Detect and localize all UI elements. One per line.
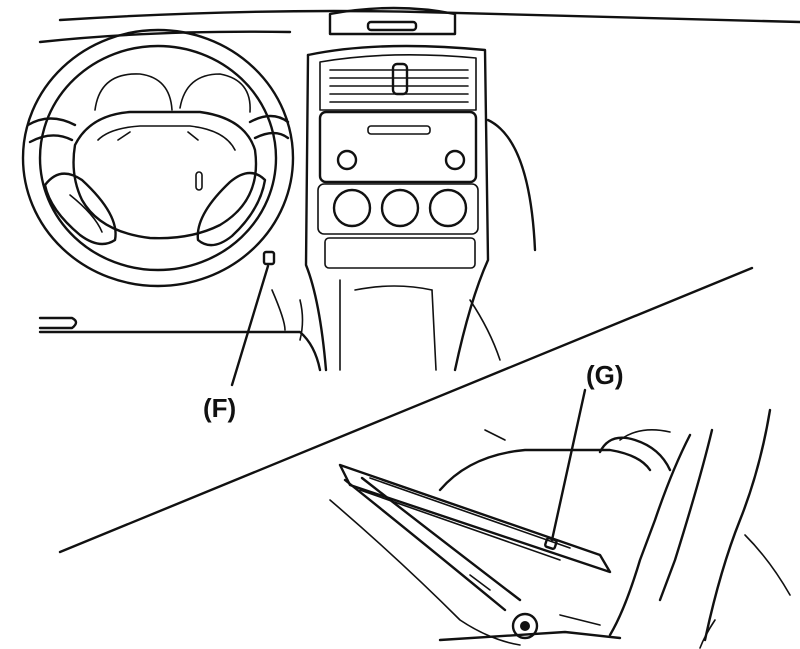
center-console bbox=[304, 44, 537, 372]
switch-f bbox=[262, 250, 276, 266]
leader-line-g bbox=[550, 388, 587, 542]
steering-wheel bbox=[21, 28, 295, 288]
leader-line-f bbox=[230, 264, 270, 387]
footwell-view bbox=[329, 388, 791, 649]
callout-g: (G) bbox=[586, 360, 624, 390]
divider-line bbox=[58, 266, 754, 554]
callout-f: (F) bbox=[203, 393, 236, 423]
lever-g bbox=[544, 536, 558, 550]
dashboard-view bbox=[21, 6, 800, 387]
